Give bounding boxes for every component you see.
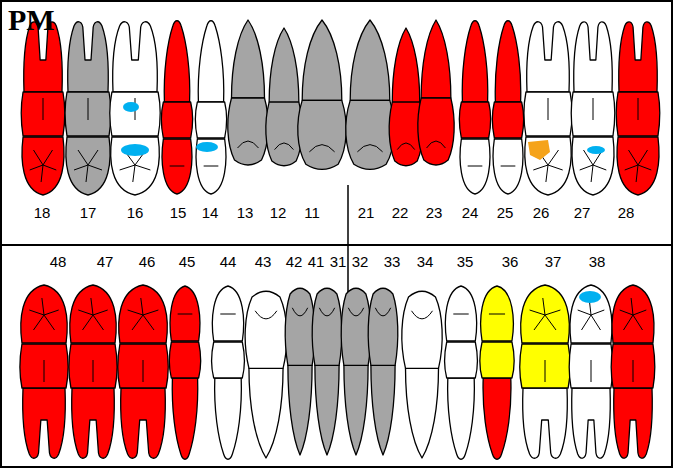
tooth	[341, 288, 371, 455]
tooth-number: 27	[574, 205, 591, 220]
tooth	[569, 285, 612, 458]
filling	[196, 142, 218, 152]
tooth	[445, 286, 478, 459]
tooth-number: 24	[462, 205, 479, 220]
tooth-number: 43	[255, 254, 272, 269]
filling	[579, 291, 601, 303]
tooth	[524, 22, 572, 195]
tooth-number: 14	[202, 205, 219, 220]
tooth	[312, 288, 342, 455]
chart-title: PM	[8, 5, 55, 35]
tooth-number: 12	[270, 205, 287, 220]
tooth-number: 42	[286, 254, 303, 269]
tooth	[389, 28, 423, 166]
midline	[347, 185, 349, 305]
tooth	[195, 21, 226, 194]
tooth-number: 36	[502, 254, 519, 269]
tooth-number: 37	[545, 254, 562, 269]
tooth-number: 15	[170, 205, 187, 220]
tooth-number: 48	[50, 254, 67, 269]
tooth	[402, 291, 442, 458]
filling	[587, 146, 605, 154]
tooth-number: 11	[304, 205, 320, 220]
arch-divider	[0, 244, 673, 246]
filling	[121, 144, 149, 156]
tooth	[212, 286, 245, 459]
tooth	[346, 20, 394, 169]
tooth-number: 23	[426, 205, 443, 220]
tooth-number: 46	[139, 254, 156, 269]
tooth	[492, 21, 523, 194]
tooth	[245, 291, 287, 458]
tooth	[228, 20, 268, 165]
tooth-number: 38	[589, 254, 606, 269]
tooth-number: 18	[34, 205, 51, 220]
tooth-number: 35	[457, 254, 474, 269]
tooth	[118, 285, 168, 458]
tooth	[110, 22, 160, 195]
tooth	[611, 285, 654, 458]
tooth	[368, 288, 398, 455]
tooth-number: 33	[384, 254, 401, 269]
filling	[123, 102, 139, 112]
tooth	[169, 286, 200, 459]
tooth	[161, 21, 192, 194]
tooth-number: 45	[179, 254, 196, 269]
tooth	[69, 285, 117, 458]
tooth-number: 28	[618, 205, 635, 220]
tooth-number: 21	[358, 205, 375, 220]
tooth-number: 47	[97, 254, 114, 269]
tooth	[65, 22, 111, 195]
tooth	[459, 21, 490, 194]
tooth-number: 32	[352, 254, 369, 269]
tooth	[21, 22, 64, 195]
tooth	[20, 285, 68, 458]
tooth-number: 16	[127, 205, 144, 220]
tooth-number: 26	[533, 205, 550, 220]
tooth	[266, 28, 302, 166]
tooth	[480, 286, 514, 459]
tooth	[418, 20, 454, 165]
tooth-number: 25	[497, 205, 514, 220]
tooth	[616, 22, 659, 195]
filling	[528, 140, 550, 160]
tooth-number: 44	[220, 254, 237, 269]
tooth-number: 17	[80, 205, 97, 220]
tooth-number: 34	[417, 254, 434, 269]
tooth	[285, 288, 315, 455]
tooth	[298, 20, 346, 169]
tooth-number: 22	[392, 205, 409, 220]
tooth-number: 41	[308, 254, 325, 269]
tooth	[571, 22, 614, 195]
tooth-number: 31	[330, 254, 347, 269]
tooth-number: 13	[237, 205, 254, 220]
tooth	[520, 285, 570, 458]
